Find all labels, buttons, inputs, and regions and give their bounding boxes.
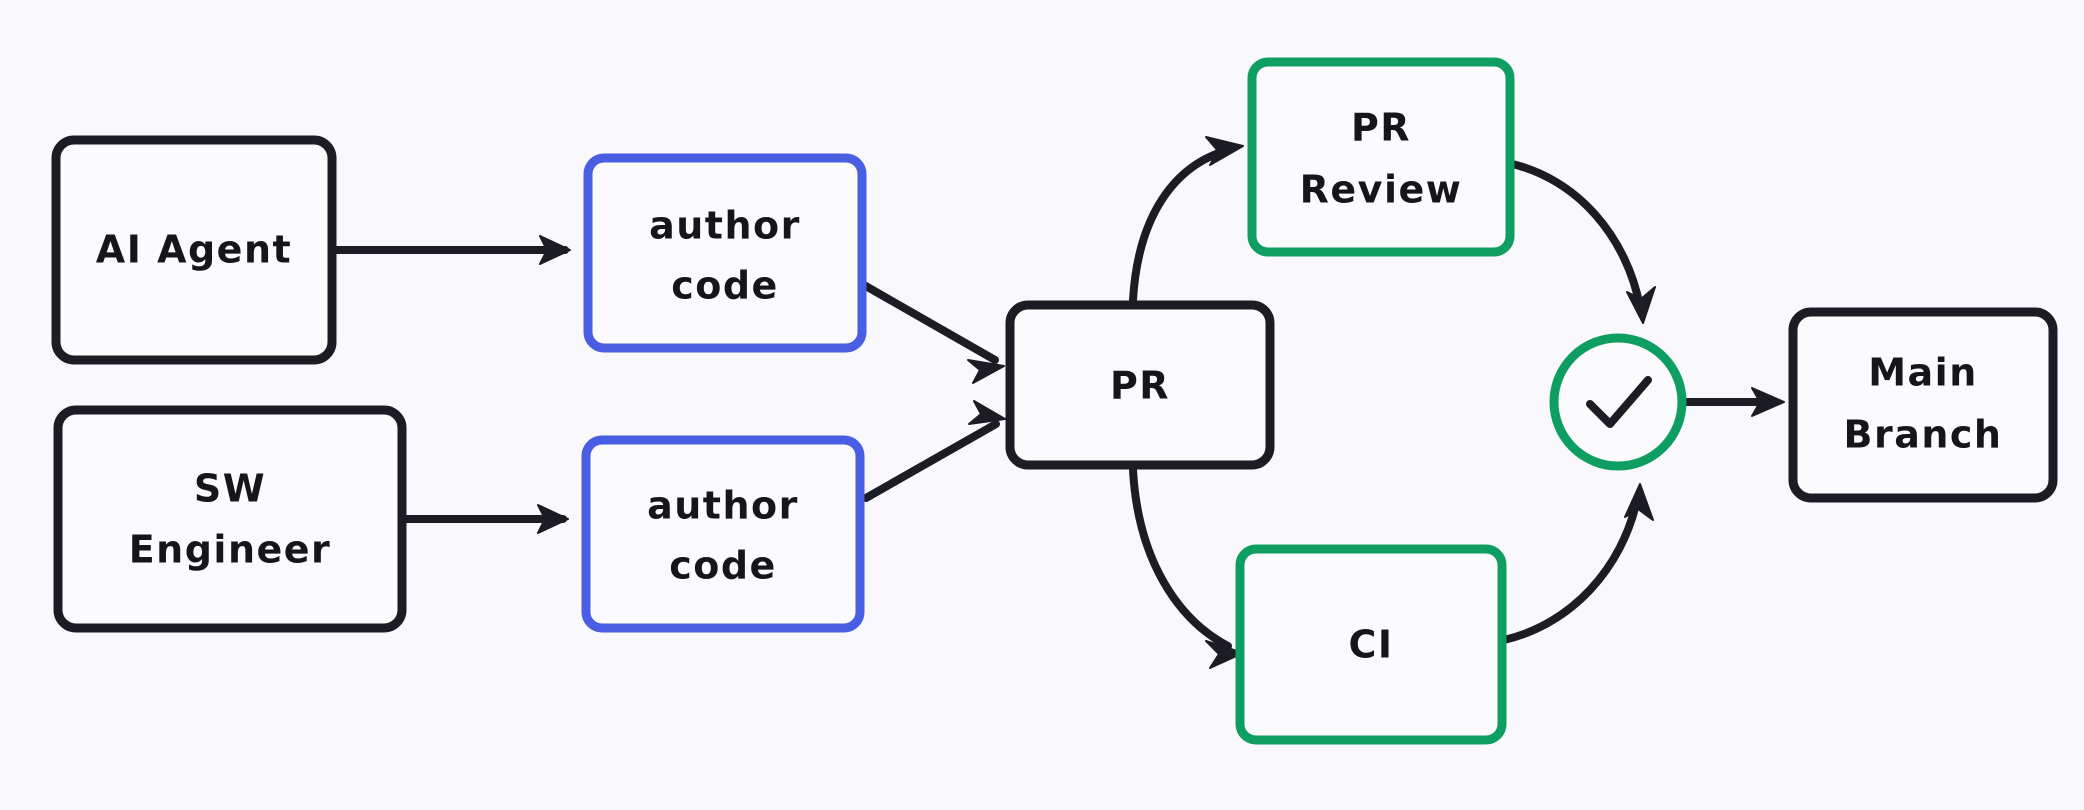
node-pr-review-label-line-1: PR (1351, 106, 1411, 150)
node-merge-check-shape[interactable] (1549, 333, 1687, 471)
edge-ci-to-merge-check (1500, 483, 1654, 644)
node-author-code-agent-label-line-2: code (671, 264, 779, 308)
node-sw-engineer-label-line-2: Engineer (129, 528, 332, 572)
node-main-branch-shape[interactable] (1788, 307, 2058, 503)
node-pr-review-label-line-2: Review (1300, 168, 1463, 212)
node-pr[interactable]: PR (1005, 300, 1275, 470)
edge-author-code-engineer-to-pr (862, 400, 1006, 502)
edge-pr-to-ci (1129, 466, 1244, 669)
edge-sw-engineer-to-author-code (402, 504, 569, 534)
node-ai-agent-shape[interactable] (51, 135, 337, 365)
node-author-code-engineer-shape[interactable] (581, 435, 865, 633)
node-sw-engineer-label-line-1: SW (194, 467, 266, 511)
node-sw-engineer-shape[interactable] (53, 405, 407, 633)
check-icon (1586, 376, 1652, 428)
node-pr-review-shape[interactable] (1247, 57, 1515, 257)
edge-pr-to-pr-review (1129, 136, 1244, 304)
edge-author-code-agent-to-pr (860, 281, 1005, 384)
node-main-branch[interactable]: Main Branch (1788, 307, 2058, 503)
node-ai-agent-label: AI Agent (96, 228, 292, 272)
node-pr-review[interactable]: PR Review (1247, 57, 1515, 257)
node-author-code-agent-shape[interactable] (583, 153, 867, 353)
edge-pr-review-to-merge-check (1504, 159, 1656, 324)
node-ci[interactable]: CI (1235, 544, 1507, 745)
edges-layer (332, 136, 1785, 669)
node-author-code-agent-label-line-1: author (649, 204, 801, 248)
node-ci-shape[interactable] (1235, 544, 1507, 745)
edge-ai-agent-to-author-code (332, 235, 571, 265)
edge-merge-check-to-main-branch (1680, 387, 1785, 417)
node-ai-agent[interactable]: AI Agent (51, 135, 337, 365)
node-ci-label: CI (1348, 623, 1393, 667)
node-author-code-engineer-label-line-2: code (669, 544, 777, 588)
node-pr-label: PR (1110, 364, 1170, 408)
node-merge-check[interactable] (1549, 333, 1687, 471)
node-author-code-engineer[interactable]: author code (581, 435, 865, 633)
node-pr-shape[interactable] (1005, 300, 1275, 470)
nodes-layer: AI Agent SW Engineer author code author … (51, 57, 2058, 745)
node-main-branch-label-line-1: Main (1868, 351, 1978, 395)
node-main-branch-label-line-2: Branch (1844, 413, 2003, 457)
node-author-code-agent[interactable]: author code (583, 153, 867, 353)
node-author-code-engineer-label-line-1: author (647, 484, 799, 528)
node-sw-engineer[interactable]: SW Engineer (53, 405, 407, 633)
